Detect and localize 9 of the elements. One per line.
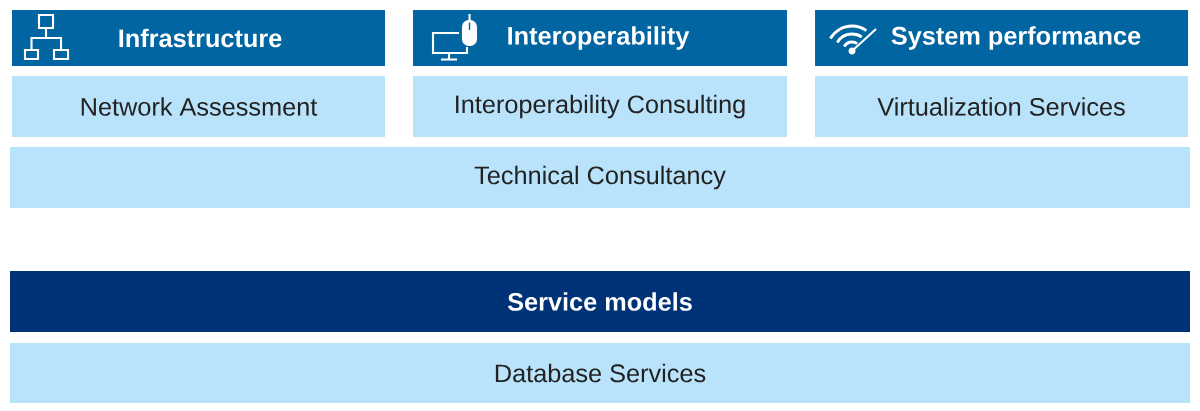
- service-box: Virtualization Services: [815, 76, 1189, 137]
- service-box: Interoperability Consulting: [413, 76, 787, 137]
- service-box: Technical Consultancy: [10, 147, 1190, 208]
- header-bar: Interoperability: [413, 10, 787, 66]
- service-box: Database Services: [10, 343, 1190, 403]
- service-box: Network Assessment: [12, 76, 386, 137]
- header-bar: Infrastructure: [12, 10, 386, 66]
- heading-bar: Service models: [10, 271, 1190, 332]
- header-bar: System performance: [815, 10, 1189, 66]
